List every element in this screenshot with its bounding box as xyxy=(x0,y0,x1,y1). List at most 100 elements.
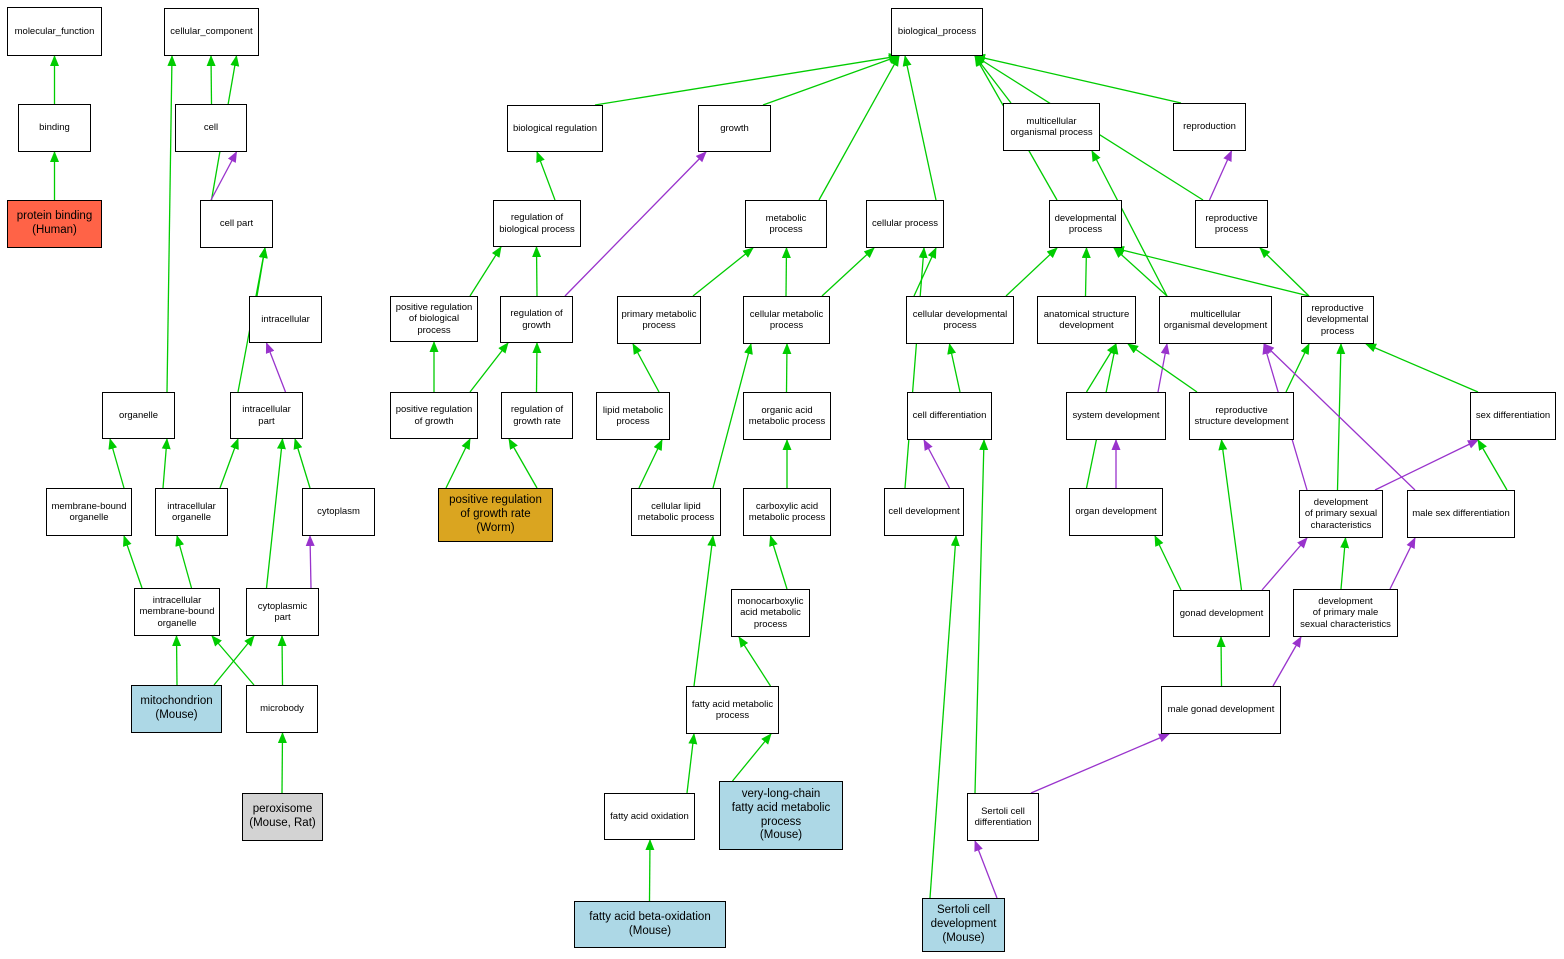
edge-is_a xyxy=(213,635,255,686)
edge-is_a xyxy=(532,246,542,297)
edge-is_a xyxy=(445,438,471,489)
go-term-cellular-developmental-process[interactable]: cellular developmental process xyxy=(906,296,1014,344)
go-term-reproductive-developmental-process[interactable]: reproductive developmental process xyxy=(1301,296,1374,344)
go-term-multicellular-organismal-development[interactable]: multicellular organismal development xyxy=(1159,296,1272,344)
edge-is_a xyxy=(508,438,538,489)
edge-part_of xyxy=(1374,439,1479,491)
go-term-intracellular[interactable]: intracellular xyxy=(249,296,322,343)
edge-is_a xyxy=(1340,537,1350,590)
edge-is_a xyxy=(913,247,937,297)
go-term-binding[interactable]: binding xyxy=(18,104,91,152)
go-term-reproduction[interactable]: reproduction xyxy=(1173,103,1246,151)
edge-is_a xyxy=(902,55,937,201)
go-term-multicellular-organismal-process[interactable]: multicellular organismal process xyxy=(1003,103,1100,151)
edge-is_a xyxy=(1127,343,1198,393)
go-term-biological-regulation[interactable]: biological regulation xyxy=(507,105,603,152)
go-term-male-gonad-development[interactable]: male gonad development xyxy=(1161,686,1281,734)
go-term-reproductive-process[interactable]: reproductive process xyxy=(1195,200,1268,248)
go-term-microbody[interactable]: microbody xyxy=(246,685,318,733)
go-term-growth[interactable]: growth xyxy=(698,105,771,152)
go-term-lipid-metabolic-process[interactable]: lipid metabolic process xyxy=(596,392,670,440)
go-term-peroxisome-mouse-rat[interactable]: peroxisome (Mouse, Rat) xyxy=(242,793,323,841)
go-term-cytoplasmic-part[interactable]: cytoplasmic part xyxy=(246,588,319,636)
go-term-organ-development[interactable]: organ development xyxy=(1069,488,1163,536)
edge-is_a xyxy=(1259,247,1310,297)
go-term-regulation-of-biological-process[interactable]: regulation of biological process xyxy=(493,200,581,247)
go-term-cytoplasm[interactable]: cytoplasm xyxy=(302,488,375,536)
edge-is_a xyxy=(1218,439,1243,591)
go-term-development-of-primary-male-sexual-characteristics[interactable]: development of primary male sexual chara… xyxy=(1293,589,1398,637)
edge-is_a xyxy=(762,55,900,106)
edge-is_a xyxy=(818,55,900,201)
edge-is_a xyxy=(277,635,287,686)
go-term-reproductive-structure-development[interactable]: reproductive structure development xyxy=(1189,392,1294,440)
edge-is_a xyxy=(1081,247,1091,297)
go-term-positive-regulation-of-biological-process[interactable]: positive regulation of biological proces… xyxy=(390,296,478,342)
go-term-membrane-bound-organelle[interactable]: membrane-bound organelle xyxy=(46,488,132,536)
edge-is_a xyxy=(929,535,960,899)
go-term-primary-metabolic-process[interactable]: primary metabolic process xyxy=(617,296,701,344)
edge-is_a xyxy=(211,635,255,686)
edge-is_a xyxy=(1365,343,1479,393)
go-term-molecular-function[interactable]: molecular_function xyxy=(7,7,102,56)
edge-is_a xyxy=(1113,247,1168,297)
edge-is_a xyxy=(469,246,502,297)
edge-is_a xyxy=(974,439,989,794)
edge-is_a xyxy=(1216,636,1226,687)
go-term-male-sex-differentiation[interactable]: male sex differentiation xyxy=(1407,490,1515,538)
go-term-mitochondrion-mouse[interactable]: mitochondrion (Mouse) xyxy=(131,685,222,733)
edge-is_a xyxy=(265,438,286,589)
go-term-cellular-lipid-metabolic-process[interactable]: cellular lipid metabolic process xyxy=(631,488,721,536)
go-term-cellular-process[interactable]: cellular process xyxy=(866,200,944,248)
edge-is_a xyxy=(1091,150,1168,297)
go-term-fatty-acid-oxidation[interactable]: fatty acid oxidation xyxy=(604,793,695,840)
edge-is_a xyxy=(781,247,791,297)
edge-part_of xyxy=(305,535,315,589)
go-term-organelle[interactable]: organelle xyxy=(102,392,175,439)
edge-is_a xyxy=(974,53,1182,104)
go-term-cellular-component[interactable]: cellular_component xyxy=(164,8,259,56)
go-term-cell-part[interactable]: cell part xyxy=(200,200,273,248)
go-term-cell-differentiation[interactable]: cell differentiation xyxy=(907,392,992,440)
edge-is_a xyxy=(161,438,171,489)
edge-is_a xyxy=(277,732,287,794)
go-term-intracellular-part[interactable]: intracellular part xyxy=(230,392,303,439)
go-term-organic-acid-metabolic-process[interactable]: organic acid metabolic process xyxy=(743,392,831,440)
edge-is_a xyxy=(594,53,900,106)
go-term-cell-development[interactable]: cell development xyxy=(884,488,964,536)
go-term-very-long-chain-fatty-acid-metabolic-process-mouse[interactable]: very-long-chain fatty acid metabolic pro… xyxy=(719,781,843,850)
edge-is_a xyxy=(693,535,717,687)
go-term-sertoli-cell-development-mouse[interactable]: Sertoli cell development (Mouse) xyxy=(922,898,1005,952)
edge-is_a xyxy=(769,535,788,590)
edge-is_a xyxy=(219,438,239,489)
go-term-metabolic-process[interactable]: metabolic process xyxy=(745,200,827,248)
go-term-gonad-development[interactable]: gonad development xyxy=(1173,590,1270,637)
go-term-cell[interactable]: cell xyxy=(175,104,247,152)
go-term-regulation-of-growth-rate[interactable]: regulation of growth rate xyxy=(501,392,573,439)
go-term-development-of-primary-sexual-characteristics[interactable]: development of primary sexual characteri… xyxy=(1299,490,1383,538)
go-term-sertoli-cell-differentiation[interactable]: Sertoli cell differentiation xyxy=(967,793,1039,841)
edge-is_a xyxy=(172,635,182,686)
go-term-anatomical-structure-development[interactable]: anatomical structure development xyxy=(1037,296,1136,344)
edge-is_a xyxy=(1005,247,1058,297)
go-term-sex-differentiation[interactable]: sex differentiation xyxy=(1470,392,1556,440)
edge-is_a xyxy=(686,733,698,794)
edge-is_a xyxy=(166,55,177,393)
go-term-protein-binding-human[interactable]: protein binding (Human) xyxy=(7,200,102,248)
go-term-intracellular-organelle[interactable]: intracellular organelle xyxy=(155,488,228,536)
go-term-fatty-acid-metabolic-process[interactable]: fatty acid metabolic process xyxy=(686,686,779,734)
go-term-monocarboxylic-acid-metabolic-process[interactable]: monocarboxylic acid metabolic process xyxy=(731,589,810,637)
go-term-cellular-metabolic-process[interactable]: cellular metabolic process xyxy=(743,296,830,344)
go-term-regulation-of-growth[interactable]: regulation of growth xyxy=(500,296,573,343)
go-term-positive-regulation-of-growth-rate-worm[interactable]: positive regulation of growth rate (Worm… xyxy=(438,488,553,542)
go-term-system-development[interactable]: system development xyxy=(1066,392,1166,440)
go-term-intracellular-membrane-bound-organelle[interactable]: intracellular membrane-bound organelle xyxy=(134,588,220,636)
go-term-fatty-acid-beta-oxidation-mouse[interactable]: fatty acid beta-oxidation (Mouse) xyxy=(574,901,726,948)
go-term-biological-process[interactable]: biological_process xyxy=(891,8,983,56)
edge-is_a xyxy=(638,439,663,489)
go-term-positive-regulation-of-growth[interactable]: positive regulation of growth xyxy=(390,392,478,439)
go-term-developmental-process[interactable]: developmental process xyxy=(1049,200,1122,248)
go-term-carboxylic-acid-metabolic-process[interactable]: carboxylic acid metabolic process xyxy=(743,488,831,536)
